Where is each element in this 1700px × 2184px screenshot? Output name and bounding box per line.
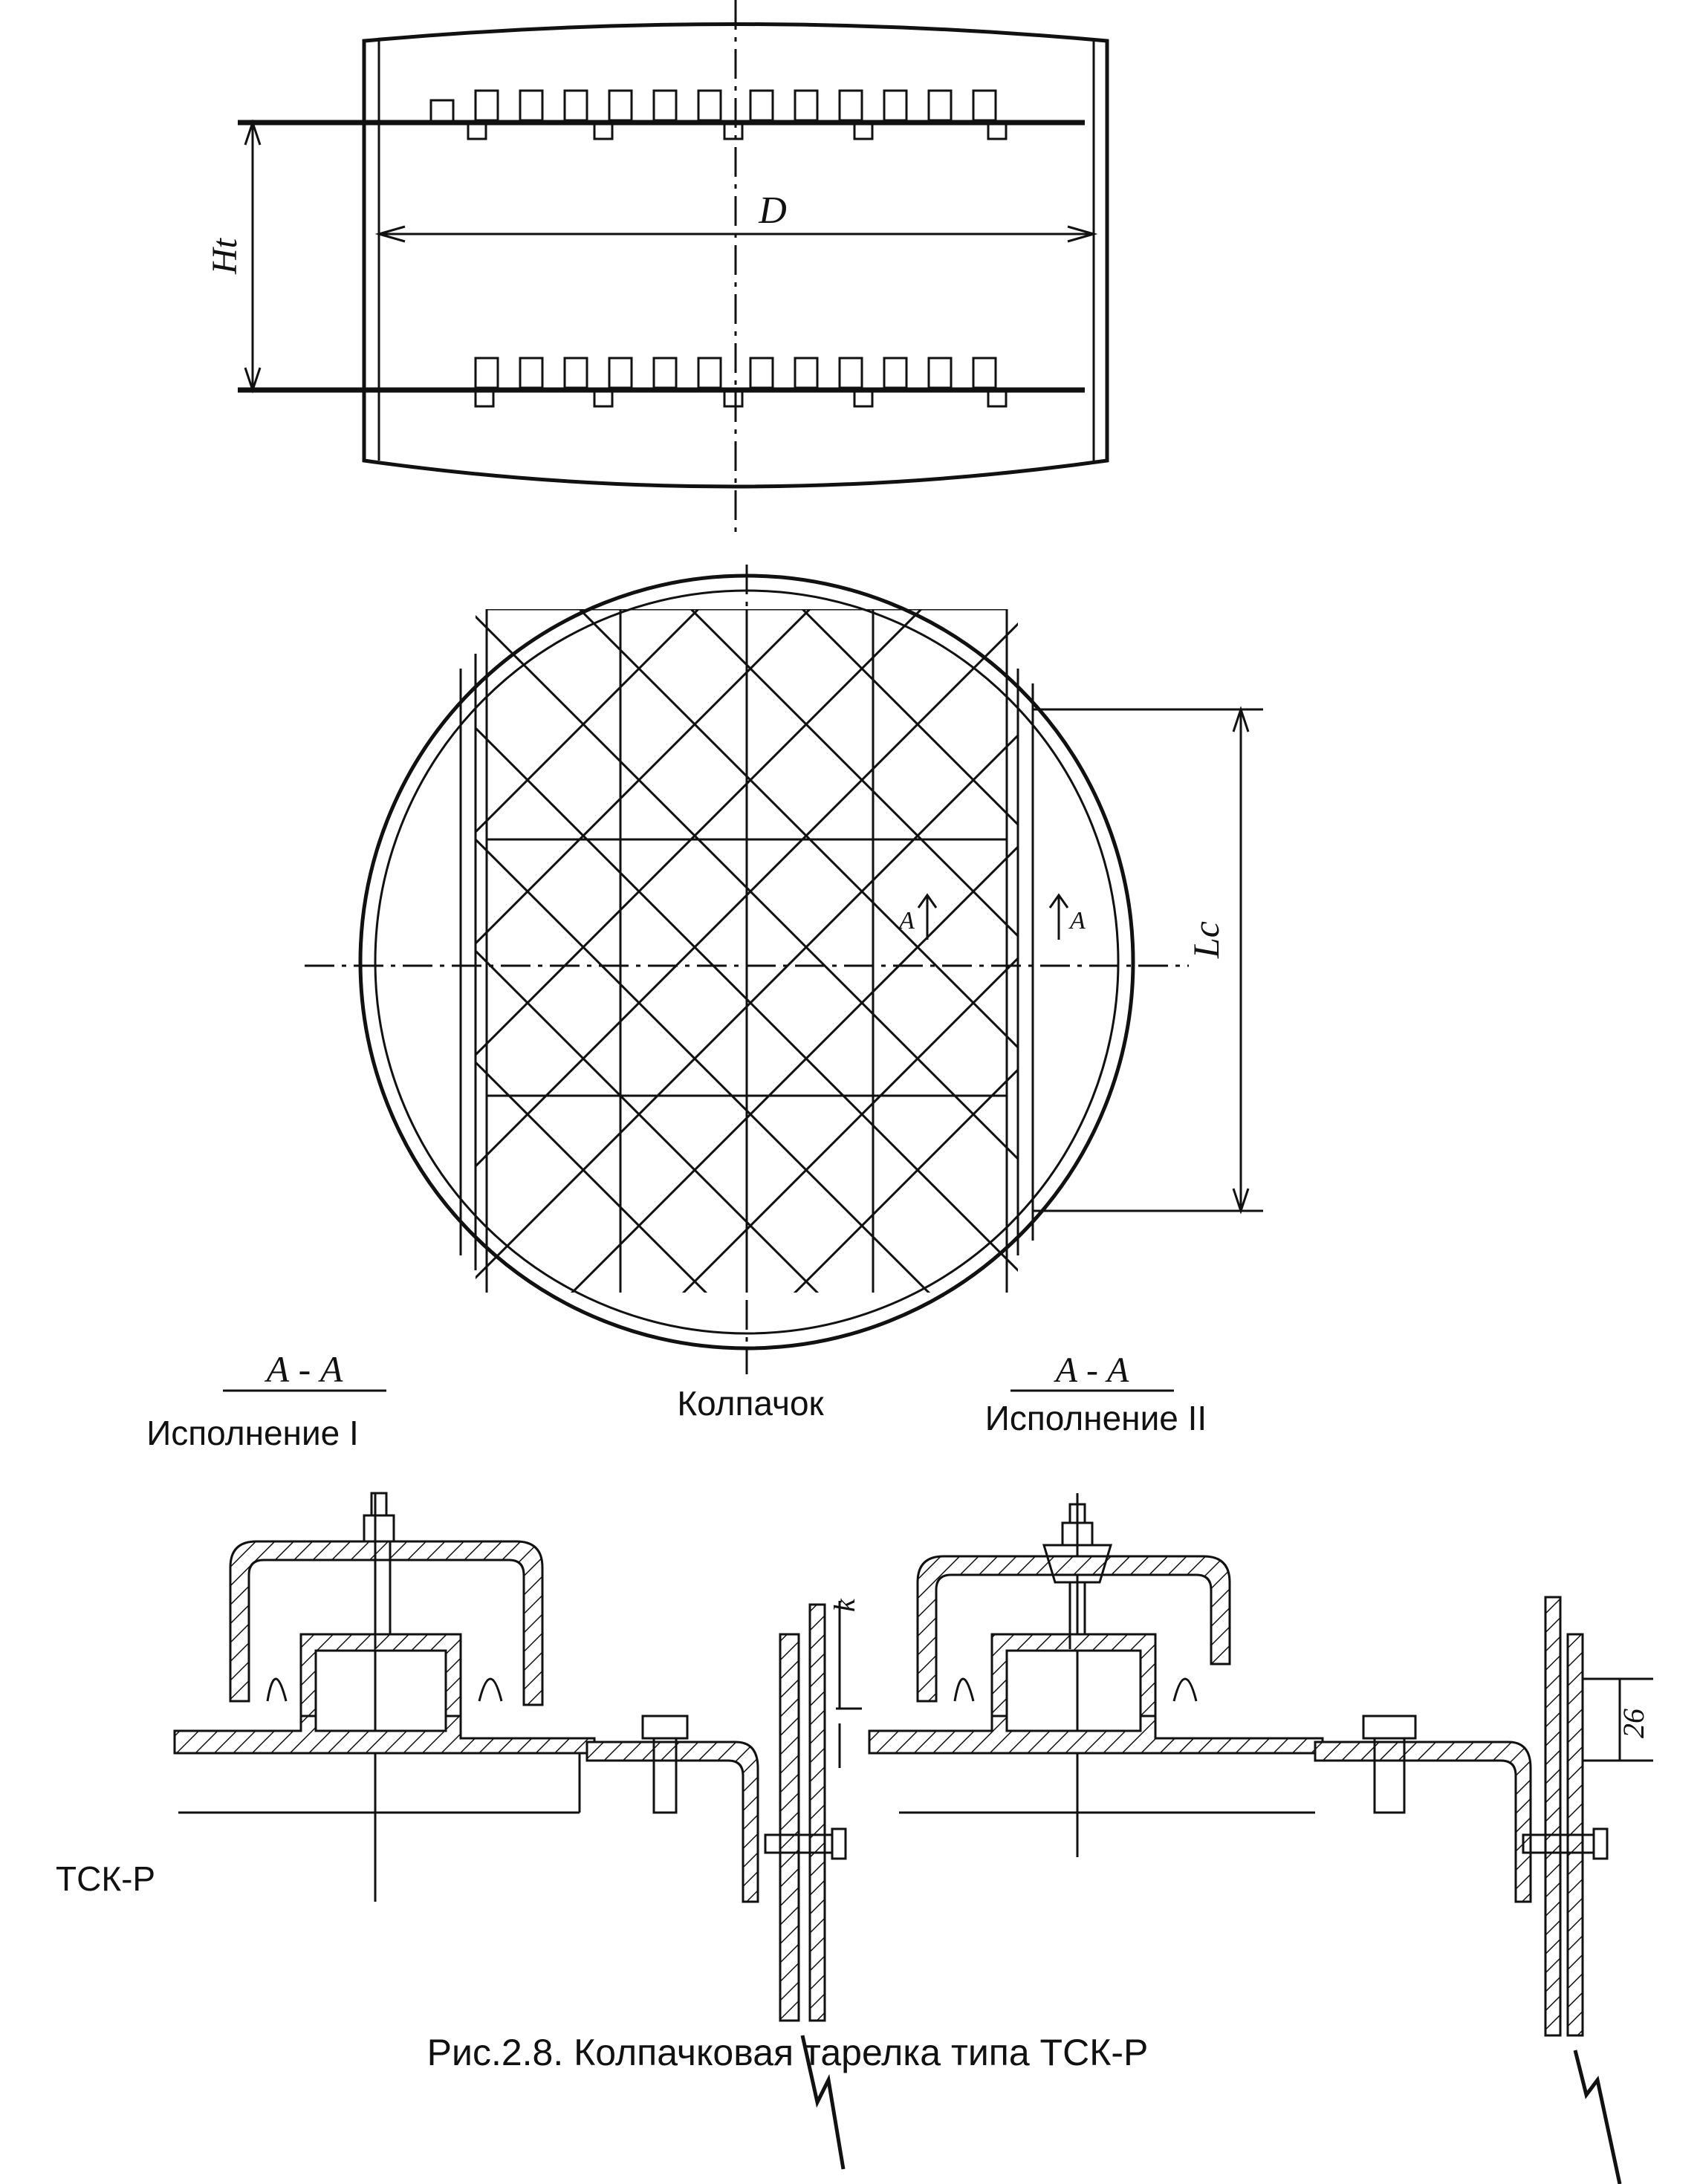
cap-label: Колпачок: [677, 1384, 824, 1423]
section-marker-right-label: A: [1068, 907, 1086, 935]
cap-2-body: [916, 1555, 1231, 1703]
section-left-variant: Исполнение I: [146, 1414, 359, 1452]
figure-caption: Рис.2.8. Колпачковая тарелка типа ТСК-Р: [427, 2032, 1149, 2073]
cap-1-bolt: [363, 1492, 446, 1649]
tray-spacing-label: Ht: [205, 237, 244, 275]
tray-plate-1: [173, 1715, 596, 1755]
downcomer-1-lower-bolt: [764, 1827, 847, 1860]
downcomer-1-bolt: [641, 1715, 689, 1814]
downcomer-2-wall: [1544, 1596, 1562, 2037]
slot-1-right: [478, 1677, 503, 1702]
section-left-title: А - А: [265, 1348, 343, 1390]
break-line-2: [1573, 2050, 1622, 2184]
cap-length-label: Lc: [1185, 921, 1227, 959]
riser-2: [990, 1633, 1157, 1725]
seal-dimension: [1583, 1677, 1653, 1762]
section-right-title: А - А: [1054, 1351, 1129, 1390]
slot-2-left: [953, 1677, 975, 1702]
cap-1-body: [229, 1540, 544, 1706]
lower-tray-caps: [474, 357, 1008, 408]
tray-plate-2: [868, 1715, 1324, 1755]
riser-1: [299, 1633, 462, 1725]
section-variant-2: 26: [868, 1493, 1653, 2184]
column-side-view: Ht D: [205, 0, 1109, 535]
downcomer-2-bolt: [1362, 1715, 1417, 1814]
slot-1-left: [266, 1677, 288, 1702]
downcomer-2-bracket: [1314, 1741, 1532, 1903]
section-marker-right: A: [1048, 893, 1086, 940]
section-marker-left: A: [898, 893, 938, 940]
section-variant-1: k: [173, 1492, 862, 2170]
downcomer-2-lower-bolt: [1522, 1827, 1609, 1860]
cap-panel-grid: [476, 609, 1018, 1293]
slot-2-right: [1172, 1677, 1198, 1702]
column-shell-outline: [362, 22, 1109, 489]
downcomer-1-wall-2: [808, 1603, 826, 2022]
downcomer-1-bracket: [585, 1741, 759, 1903]
section-right-variant: Исполнение II: [985, 1399, 1207, 1437]
upper-tray-caps: [429, 89, 1008, 140]
cap-length-dimension: [1033, 706, 1263, 1215]
diameter-label: D: [758, 189, 787, 232]
break-line-1: [800, 2035, 846, 2170]
tray-plan-view: A A Lc: [305, 565, 1263, 1374]
gap-dimension: [836, 1601, 862, 1768]
tray-spacing-dimension: [244, 119, 262, 394]
cap-crosshatch: [476, 609, 1018, 1293]
diameter-dimension: [374, 225, 1098, 243]
seal-dimension-label: 26: [1617, 1709, 1650, 1738]
downcomer-1-wall: [779, 1633, 800, 2022]
gap-dimension-label: k: [828, 1598, 861, 1612]
tray-type-label: ТСК-Р: [56, 1859, 155, 1898]
cap-2-bolt: [1042, 1503, 1141, 1649]
section-marker-left-label: A: [898, 907, 915, 935]
